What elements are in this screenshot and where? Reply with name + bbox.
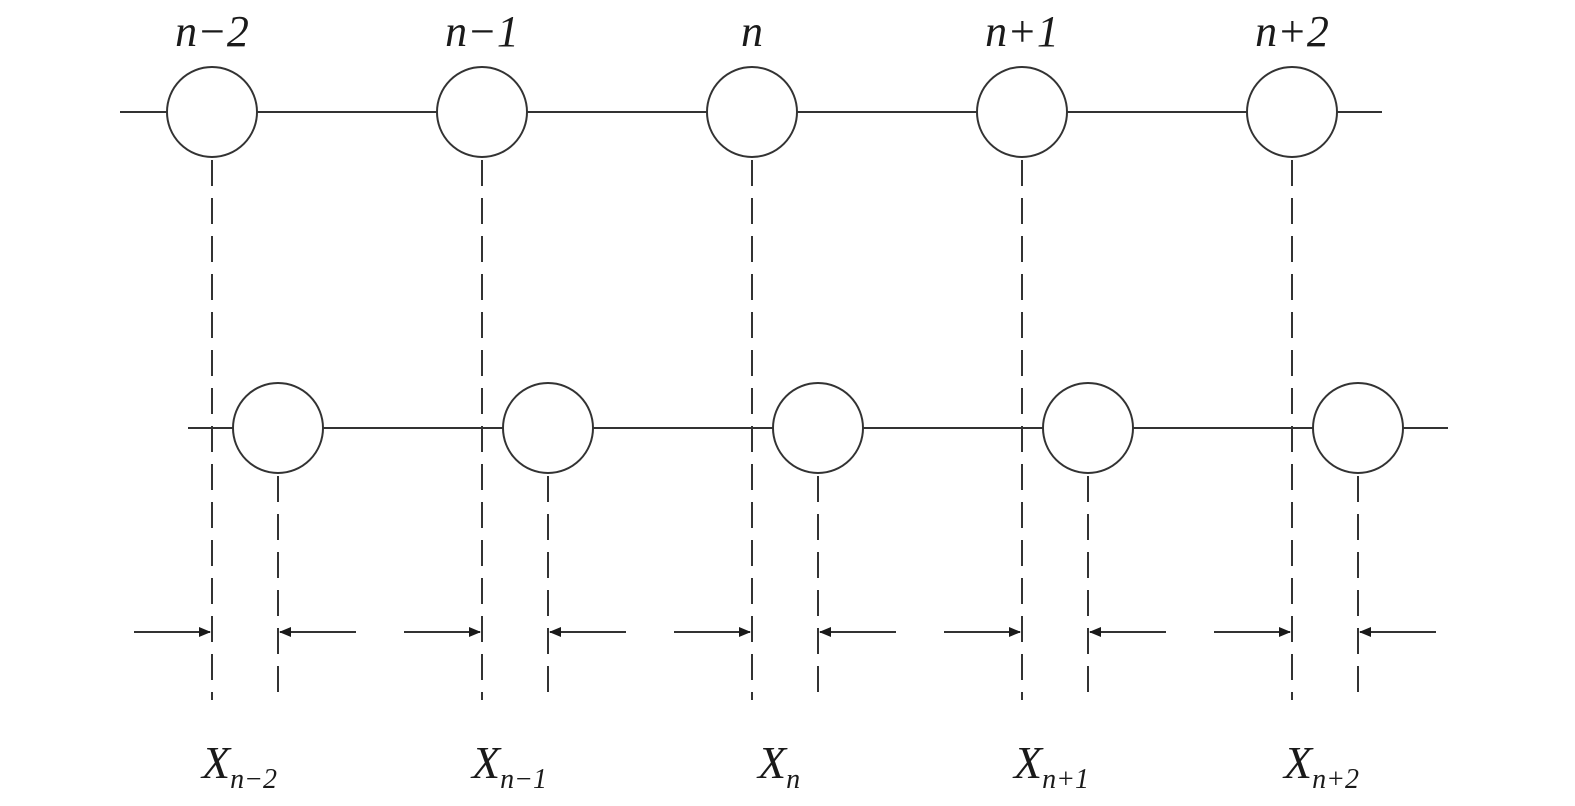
upper-atom xyxy=(436,66,528,158)
displacement-subscript: n+1 xyxy=(1042,764,1089,795)
displaced-dashed-lines xyxy=(277,476,1359,700)
displacement-label: Xn+1 xyxy=(1012,737,1089,795)
displacement-subscript: n xyxy=(786,764,800,795)
node-label: n+2 xyxy=(1255,7,1329,56)
upper-atom xyxy=(976,66,1068,158)
displacement-symbol: X xyxy=(1282,737,1314,788)
upper-atom xyxy=(1246,66,1338,158)
displacement-subscript: n−1 xyxy=(500,764,547,795)
displacement-symbol: X xyxy=(756,737,788,788)
displacement-label: Xn+2 xyxy=(1282,737,1359,795)
displacement-symbol: X xyxy=(200,737,232,788)
displacement-label: Xn xyxy=(756,737,800,795)
equilibrium-dashed-lines xyxy=(211,160,1293,700)
lower-atom xyxy=(772,382,864,474)
upper-atom xyxy=(166,66,258,158)
displacement-subscript: n+2 xyxy=(1312,764,1359,795)
displacement-symbol: X xyxy=(470,737,502,788)
node-label: n−2 xyxy=(175,7,249,56)
displacement-symbol: X xyxy=(1012,737,1044,788)
lower-atoms xyxy=(232,382,1404,474)
displacement-label: Xn−2 xyxy=(200,737,277,795)
node-label: n+1 xyxy=(985,7,1059,56)
node-label: n xyxy=(741,7,763,56)
lower-atom xyxy=(1312,382,1404,474)
upper-atom xyxy=(706,66,798,158)
lower-atom xyxy=(232,382,324,474)
displacement-subscript: n−2 xyxy=(230,764,277,795)
lower-atom xyxy=(1042,382,1134,474)
lower-atom xyxy=(502,382,594,474)
displacement-label: Xn−1 xyxy=(470,737,547,795)
node-label: n−1 xyxy=(445,7,519,56)
upper-atoms xyxy=(166,66,1338,158)
